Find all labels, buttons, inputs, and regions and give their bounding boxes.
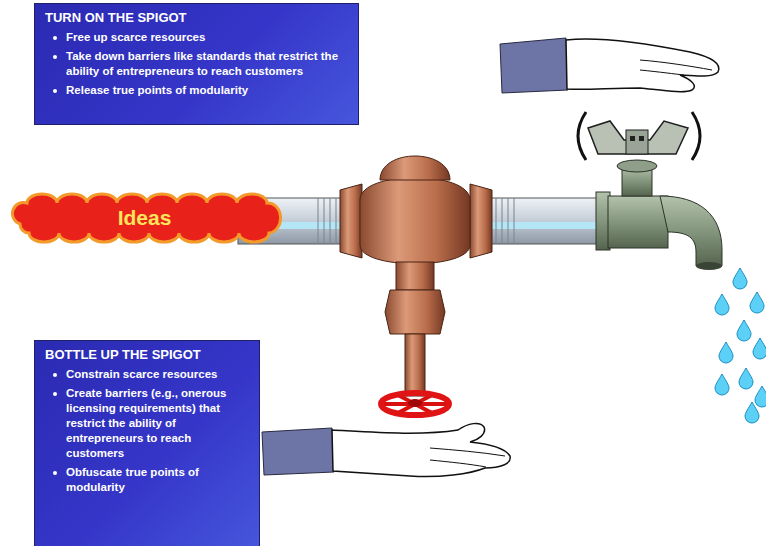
idea-cloud: Ideas bbox=[12, 192, 277, 244]
water-drop bbox=[739, 368, 753, 389]
finger-line bbox=[640, 60, 712, 75]
faucet-spout bbox=[660, 196, 722, 266]
cloud-label: Ideas bbox=[12, 192, 277, 244]
hand bbox=[566, 39, 719, 92]
sleeve bbox=[262, 428, 334, 475]
water-drop bbox=[737, 320, 751, 341]
spout-mouth bbox=[696, 262, 722, 270]
wheel-hub bbox=[408, 399, 422, 407]
bullet-dot bbox=[53, 373, 57, 377]
water-drop bbox=[755, 386, 766, 407]
valve-nut bbox=[340, 184, 362, 258]
water-drop bbox=[750, 292, 764, 313]
bullet-text: Create barriers (e.g., onerous licensing… bbox=[66, 386, 251, 461]
motion-arc bbox=[578, 112, 586, 160]
sleeve bbox=[500, 38, 568, 93]
bullet-text: Free up scarce resources bbox=[66, 30, 205, 45]
bullet-text: Constrain scarce resources bbox=[66, 367, 218, 382]
bullet-dot bbox=[53, 89, 57, 93]
bullet-text: Obfuscate true points of modularity bbox=[66, 465, 251, 495]
valve-cap bbox=[380, 156, 450, 180]
instruction-box: BOTTLE UP THE SPIGOT Constrain scarce res… bbox=[34, 340, 260, 546]
finger-line bbox=[430, 448, 505, 467]
water-drop bbox=[715, 294, 729, 315]
handle-base bbox=[617, 160, 657, 172]
handle-slot bbox=[639, 136, 644, 141]
bullet-dot bbox=[53, 471, 57, 475]
valve-nut bbox=[470, 184, 492, 258]
valve-body bbox=[360, 178, 470, 264]
water-drop bbox=[719, 342, 733, 363]
handle-slot bbox=[630, 136, 635, 141]
bullet-dot bbox=[53, 55, 57, 59]
bullet-text: Release true points of modularity bbox=[66, 83, 248, 98]
hand bbox=[332, 423, 510, 476]
valve-wheel bbox=[381, 393, 449, 415]
bullet-dot bbox=[53, 36, 57, 40]
bullet-text: Take down barriers like standards that r… bbox=[66, 49, 350, 79]
box-heading: TURN ON THE SPIGOT bbox=[45, 10, 350, 26]
instruction-box: TURN ON THE SPIGOT Free up scarce resourc… bbox=[34, 3, 359, 125]
bullet-dot bbox=[53, 392, 57, 396]
faucet-handle bbox=[588, 121, 688, 154]
valve-neck bbox=[396, 262, 434, 290]
motion-arc bbox=[692, 112, 700, 160]
water-drop bbox=[733, 268, 747, 289]
box-heading: BOTTLE UP THE SPIGOT bbox=[45, 347, 251, 363]
water-drop bbox=[753, 338, 766, 359]
valve-hex bbox=[385, 290, 445, 334]
faucet-body bbox=[608, 196, 668, 248]
handle-center bbox=[626, 130, 648, 154]
water-drop bbox=[715, 374, 729, 395]
water-drop bbox=[745, 402, 759, 423]
valve-stem bbox=[405, 334, 425, 396]
